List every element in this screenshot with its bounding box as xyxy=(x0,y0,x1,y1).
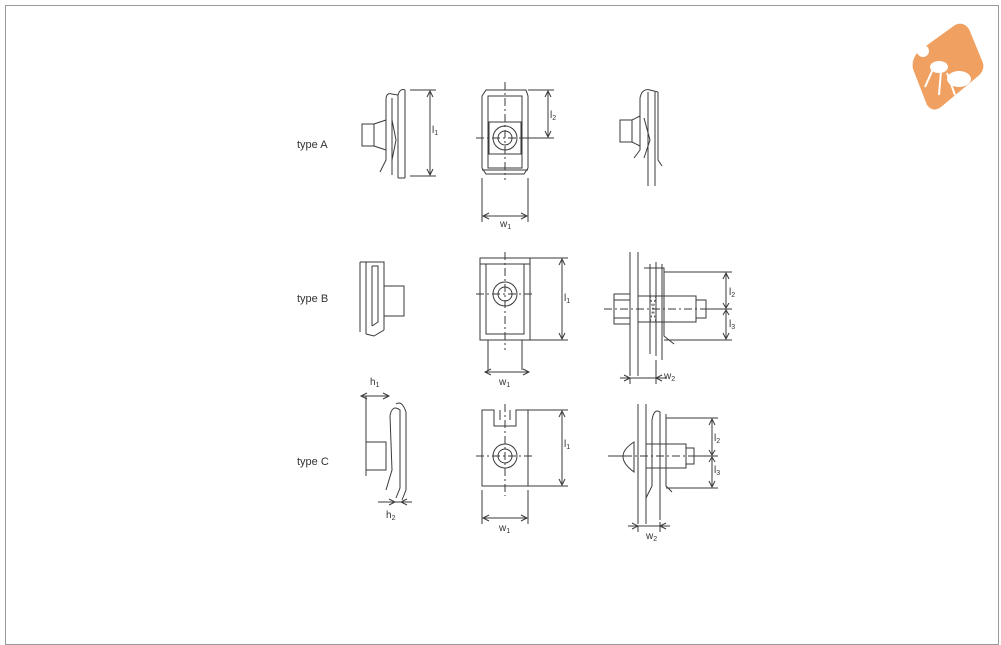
type-c-h1-label: h1 xyxy=(370,377,380,390)
type-a-l2-label: l2 xyxy=(550,110,557,123)
type-b-w1-dimension xyxy=(483,368,531,376)
type-c-side-view xyxy=(365,396,407,501)
type-c-mounted-view xyxy=(608,404,700,524)
type-a-side-view xyxy=(361,89,406,179)
type-a-l1-label: l1 xyxy=(432,125,439,138)
type-b-l2-l3-dimension xyxy=(664,271,732,341)
type-a-l1-dimension xyxy=(410,89,436,177)
type-a-w1-label: w1 xyxy=(500,219,512,232)
diagram-frame xyxy=(5,5,999,645)
type-c-l1-dimension xyxy=(528,409,568,487)
type-a-w1-dimension xyxy=(481,178,529,222)
type-c-w1-label: w1 xyxy=(499,523,511,536)
type-b-label: type B xyxy=(297,293,329,305)
type-c-l3-label: l3 xyxy=(714,465,721,478)
type-a-label: type A xyxy=(297,139,328,151)
type-b-w2-label: w2 xyxy=(664,371,676,384)
type-c-w2-label: w2 xyxy=(646,531,658,544)
type-a-mounted-view xyxy=(619,89,663,186)
type-b-w1-label: w1 xyxy=(499,377,511,390)
type-c-l2-label: l2 xyxy=(714,433,721,446)
type-b-l3-label: l3 xyxy=(729,319,736,332)
type-b-l1-label: l1 xyxy=(564,293,571,306)
type-a-front-view xyxy=(476,82,534,180)
clip-nut-technical-drawing xyxy=(359,82,732,532)
type-b-mounted-view xyxy=(604,252,718,376)
type-b-l2-label: l2 xyxy=(729,287,736,300)
type-b-l1-dimension xyxy=(530,257,568,341)
type-c-l1-label: l1 xyxy=(564,439,571,452)
type-b-side-view xyxy=(359,261,405,337)
type-c-w2-dimension xyxy=(628,522,670,532)
type-c-label: type C xyxy=(297,456,329,468)
type-c-front-view xyxy=(476,404,534,496)
type-b-w2-dimension xyxy=(620,360,666,384)
type-c-h2-dimension xyxy=(378,498,412,506)
type-c-l2-l3-dimension xyxy=(666,417,718,489)
type-a-l2-dimension xyxy=(522,89,554,139)
ant-logo-icon xyxy=(912,23,984,110)
type-c-h2-label: h2 xyxy=(386,510,396,523)
type-c-h1-dimension xyxy=(359,392,391,400)
type-b-front-view xyxy=(476,252,534,370)
type-c-w1-dimension xyxy=(481,490,529,524)
